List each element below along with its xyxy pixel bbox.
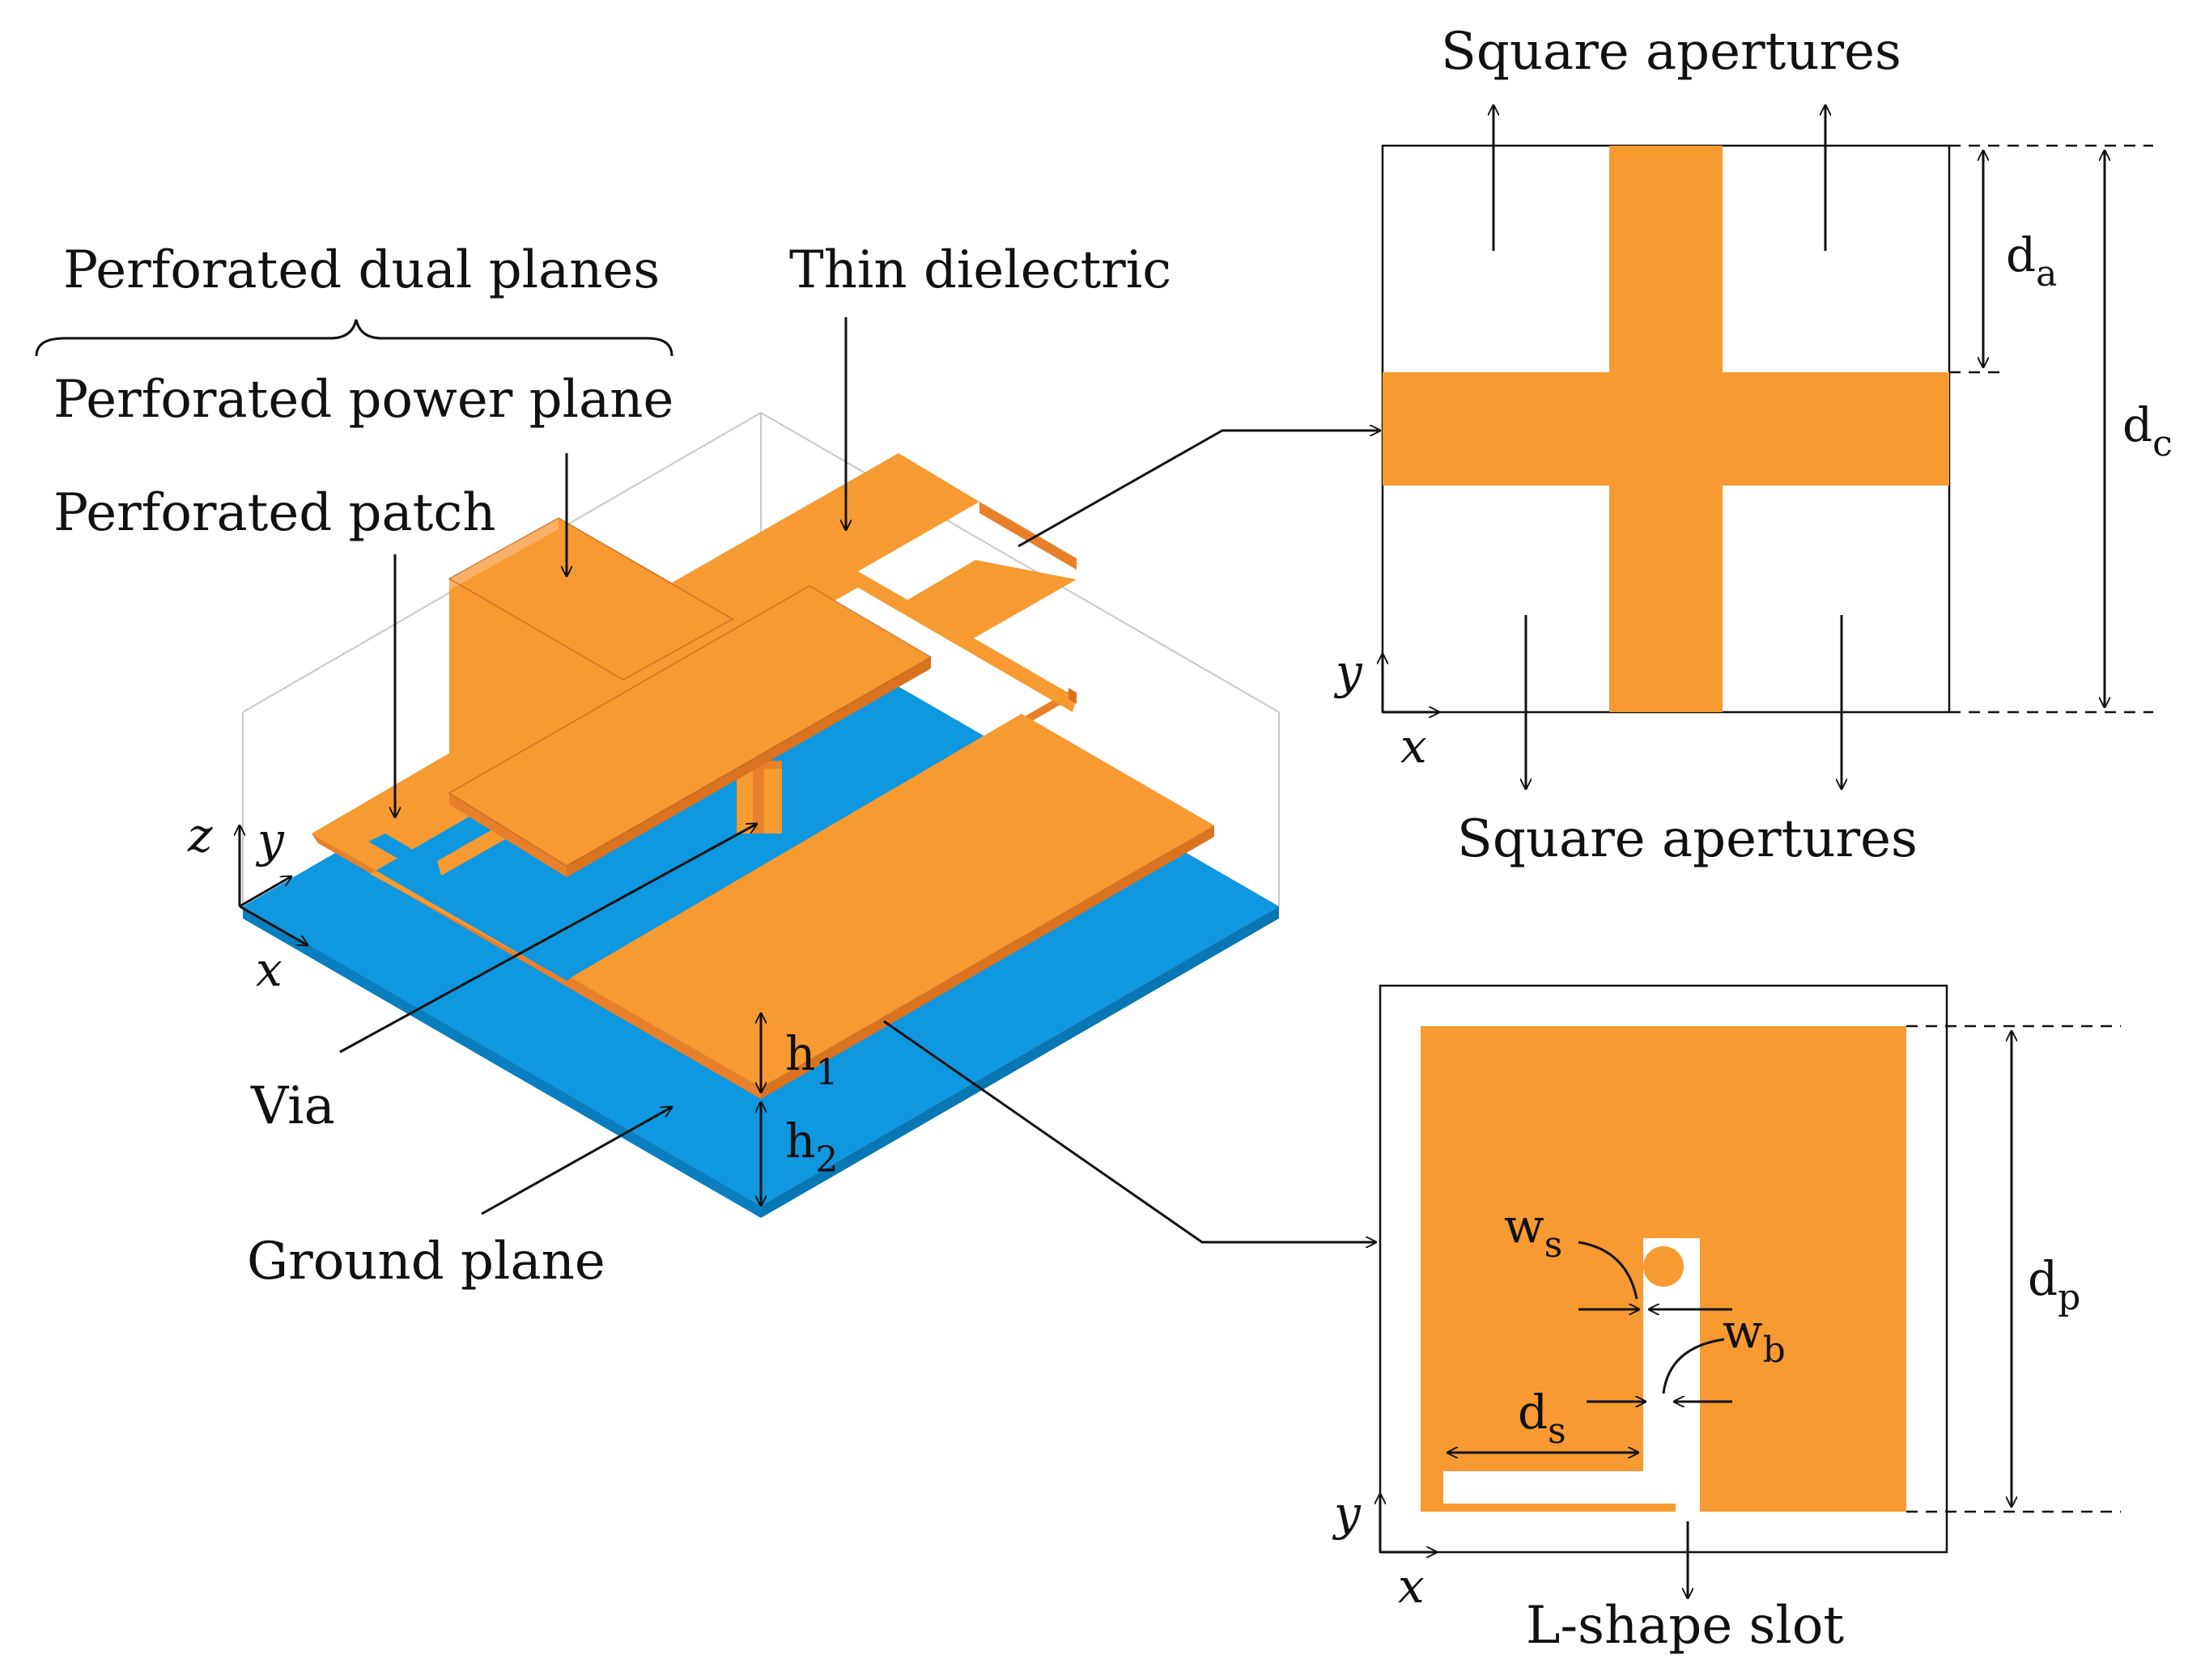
h1-label: h1 bbox=[785, 1026, 838, 1093]
cross-horizontal-bar bbox=[1383, 372, 1949, 486]
da-label: da bbox=[2006, 227, 2057, 295]
left-annotations: Perforated dual planes Thin dielectric P… bbox=[35, 240, 1380, 1292]
wb-label: wb bbox=[1723, 1304, 1786, 1371]
dc-label: dc bbox=[2122, 397, 2173, 465]
perforated-power-plane-label: Perforated power plane bbox=[53, 370, 673, 430]
ds-label: ds bbox=[1518, 1385, 1566, 1452]
thin-dielectric-label: Thin dielectric bbox=[789, 240, 1171, 300]
isometric-view: h1 h2 z y x bbox=[187, 411, 1280, 1218]
square-apertures-bottom-label: Square apertures bbox=[1457, 809, 1918, 869]
cross-axis-y: y bbox=[1333, 644, 1363, 699]
perforated-power-plane bbox=[437, 453, 1077, 877]
cross-axis-x: x bbox=[1400, 719, 1427, 774]
patch-axis-x: x bbox=[1398, 1559, 1425, 1614]
cross-view-pointer bbox=[1018, 431, 1380, 548]
ground-plane-label: Ground plane bbox=[247, 1232, 605, 1292]
perforated-dual-planes-label: Perforated dual planes bbox=[63, 240, 660, 300]
axes-3d bbox=[240, 825, 308, 945]
patch-view-pointer bbox=[883, 1020, 1376, 1242]
via-label: Via bbox=[250, 1076, 335, 1136]
square-apertures-top-label: Square apertures bbox=[1441, 22, 1901, 82]
dual-planes-brace bbox=[35, 319, 673, 357]
dp-label: dp bbox=[2028, 1251, 2080, 1318]
l-shape-slot-label: L-shape slot bbox=[1526, 1596, 1844, 1656]
axis-y-label: y bbox=[255, 812, 285, 868]
h2-label: h2 bbox=[785, 1114, 838, 1181]
via-pointer bbox=[339, 824, 757, 1054]
power-plane-top-view: Square apertures Square apertures da dc … bbox=[1333, 22, 2173, 869]
perforated-patch-label: Perforated patch bbox=[53, 483, 495, 543]
patch-top-view: L-shape slot dp ws wb ds bbox=[1332, 984, 2121, 1656]
ws-label: ws bbox=[1504, 1198, 1562, 1266]
axis-x-label: x bbox=[256, 942, 283, 997]
axis-z-label: z bbox=[187, 808, 213, 863]
patch-axis-y: y bbox=[1332, 1486, 1362, 1541]
ground-plane-pointer bbox=[481, 1107, 672, 1215]
via-circle bbox=[1643, 1246, 1684, 1287]
